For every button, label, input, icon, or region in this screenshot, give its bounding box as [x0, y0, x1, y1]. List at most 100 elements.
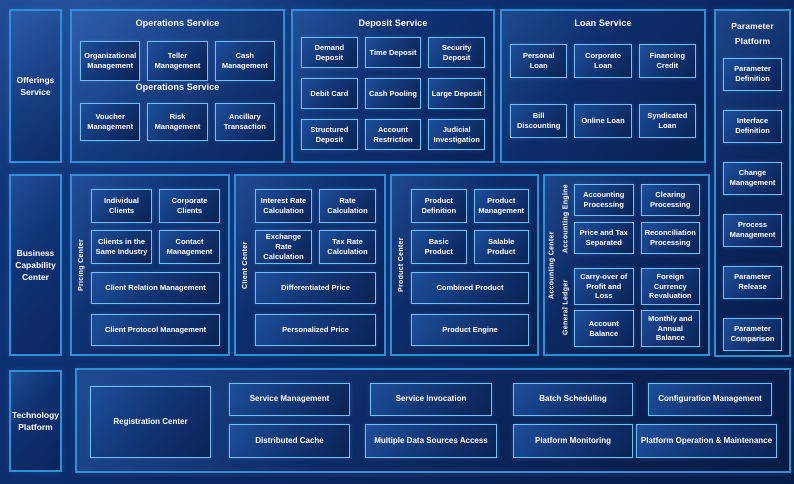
rail-offerings-service: Offerings Service — [9, 9, 62, 163]
diagram-box: Carry-over of Profit and Loss — [574, 268, 634, 305]
diagram-box: Voucher Management — [80, 103, 141, 141]
general-ledger-grid: Carry-over of Profit and Loss Foreign Cu… — [574, 268, 700, 347]
accounting-center-panel: Accounting Center Accounting Engine Acco… — [543, 174, 710, 356]
diagram-box: Basic Product — [411, 230, 467, 264]
diagram-box: Service Management — [229, 383, 350, 416]
diagram-box: Personal Loan — [510, 44, 568, 78]
panel-title: Parameter Platform — [731, 21, 774, 47]
panel-title: Deposit Service — [358, 18, 428, 28]
diagram-box: Distributed Cache — [229, 424, 350, 458]
diagram-box: Financing Credit — [638, 44, 696, 78]
diagram-box: Parameter Release — [723, 265, 782, 299]
diagram-box: Debit Card — [301, 78, 358, 109]
loan-row-2: Bill Discounting Online Loan Syndicated … — [510, 104, 696, 138]
operations-row-1: Organizational Management Teller Managem… — [80, 41, 275, 81]
vertical-label: Accounting Center — [548, 231, 556, 299]
diagram-box: Individual Clients — [91, 189, 152, 223]
diagram-box: Judicial Investigation — [428, 119, 485, 150]
parameter-stack: Parameter Definition Interface Definitio… — [723, 57, 782, 351]
vertical-label: Accounting Engine — [562, 184, 570, 254]
panel-subtitle: Operations Service — [135, 82, 220, 92]
accounting-engine-group: Accounting Engine Accounting Processing … — [558, 184, 700, 254]
diagram-box: Price and Tax Separated — [574, 222, 634, 254]
diagram-box: Parameter Definition — [723, 57, 782, 91]
rail-business-capability-center: Business Capability Center — [9, 174, 62, 356]
diagram-box: Bill Discounting — [510, 104, 568, 138]
diagram-box: Security Deposit — [428, 37, 485, 68]
product-center-panel: Product Center Product Definition Produc… — [390, 174, 539, 356]
registration-center-box: Registration Center — [90, 386, 211, 458]
diagram-box: Corporate Loan — [574, 44, 632, 78]
diagram-box: Contact Management — [159, 230, 220, 264]
diagram-box: Client Relation Management — [91, 272, 220, 304]
diagram-box: Client Protocol Management — [91, 314, 220, 346]
vertical-label: General Ledger — [562, 279, 570, 336]
diagram-box: Structured Deposit — [301, 119, 358, 150]
pricing-grid: Individual Clients Corporate Clients Cli… — [91, 189, 220, 264]
panel-title: Loan Service — [574, 18, 632, 28]
pricing-content: Individual Clients Corporate Clients Cli… — [91, 189, 220, 346]
diagram-box: Change Management — [723, 161, 782, 195]
diagram-box: Salable Product — [473, 230, 529, 264]
diagram-box: Interest Rate Calculation — [255, 189, 312, 223]
diagram-box: Cash Pooling — [364, 78, 422, 109]
diagram-box: Rate Calculation — [319, 189, 376, 223]
diagram-box: Corporate Clients — [159, 189, 220, 223]
diagram-box: Batch Scheduling — [513, 383, 633, 416]
diagram-box: Accounting Processing — [574, 184, 634, 216]
pricing-center-panel: Pricing Center Individual Clients Corpor… — [70, 174, 230, 356]
diagram-box: Monthly and Annual Balance — [640, 310, 700, 347]
diagram-box: Teller Management — [147, 41, 208, 81]
operations-row-2: Voucher Management Risk Management Ancil… — [80, 103, 275, 141]
diagram-box: Cash Management — [214, 41, 275, 81]
general-ledger-group: General Ledger Carry-over of Profit and … — [558, 268, 700, 347]
diagram-box: Organizational Management — [80, 41, 141, 81]
parameter-platform-panel: Parameter Platform Parameter Definition … — [714, 9, 791, 357]
diagram-box: Clearing Processing — [640, 184, 700, 216]
client-center-panel: Client Center Interest Rate Calculation … — [234, 174, 386, 356]
loan-row-1: Personal Loan Corporate Loan Financing C… — [510, 44, 696, 78]
diagram-box: Syndicated Loan — [638, 104, 696, 138]
loan-service-panel: Loan Service Personal Loan Corporate Loa… — [500, 9, 706, 163]
diagram-box: Tax Rate Calculation — [319, 230, 376, 264]
diagram-box: Online Loan — [574, 104, 632, 138]
diagram-box: Process Management — [723, 213, 782, 247]
client-content: Interest Rate Calculation Rate Calculati… — [255, 189, 376, 346]
diagram-box: Product Engine — [411, 314, 529, 346]
technology-platform-panel: Registration Center Service Management D… — [75, 368, 791, 473]
diagram-box: Configuration Management — [648, 383, 772, 416]
vertical-label: Pricing Center — [78, 238, 85, 292]
diagram-box: Reconciliation Processing — [640, 222, 700, 254]
diagram-box: Differentiated Price — [255, 272, 376, 304]
diagram-box: Parameter Comparison — [723, 317, 782, 351]
diagram-box: Time Deposit — [364, 37, 422, 68]
diagram-box: Large Deposit — [428, 78, 485, 109]
panel-title: Operations Service — [135, 18, 220, 28]
deposit-service-panel: Deposit Service Demand Deposit Time Depo… — [291, 9, 495, 163]
accounting-engine-grid: Accounting Processing Clearing Processin… — [574, 184, 700, 254]
diagram-box: Foreign Currency Revaluation — [640, 268, 700, 305]
diagram-box: Ancillary Transaction — [214, 103, 275, 141]
product-content: Product Definition Product Management Ba… — [411, 189, 529, 346]
diagram-box: Service Invocation — [370, 383, 492, 416]
diagram-box: Demand Deposit — [301, 37, 358, 68]
diagram-box: Interface Definition — [723, 109, 782, 143]
accounting-content: Accounting Engine Accounting Processing … — [558, 184, 700, 347]
diagram-box: Risk Management — [147, 103, 208, 141]
vertical-label: Product Center — [398, 237, 405, 293]
product-grid: Product Definition Product Management Ba… — [411, 189, 529, 264]
diagram-box: Exchange Rate Calculation — [255, 230, 312, 264]
diagram-box: Product Management — [473, 189, 529, 223]
client-grid: Interest Rate Calculation Rate Calculati… — [255, 189, 376, 264]
operations-service-panel: Operations Service Organizational Manage… — [70, 9, 285, 163]
rail-technology-platform: Technology Platform — [9, 370, 62, 472]
diagram-box: Personalized Price — [255, 314, 376, 346]
diagram-box: Account Restriction — [364, 119, 422, 150]
deposit-grid: Demand Deposit Time Deposit Security Dep… — [301, 37, 485, 150]
diagram-box: Multiple Data Sources Access — [365, 424, 497, 458]
diagram-box: Clients in the Same Industry — [91, 230, 152, 264]
diagram-box: Account Balance — [574, 310, 634, 347]
vertical-label: Client Center — [242, 241, 249, 289]
diagram-box: Product Definition — [411, 189, 467, 223]
